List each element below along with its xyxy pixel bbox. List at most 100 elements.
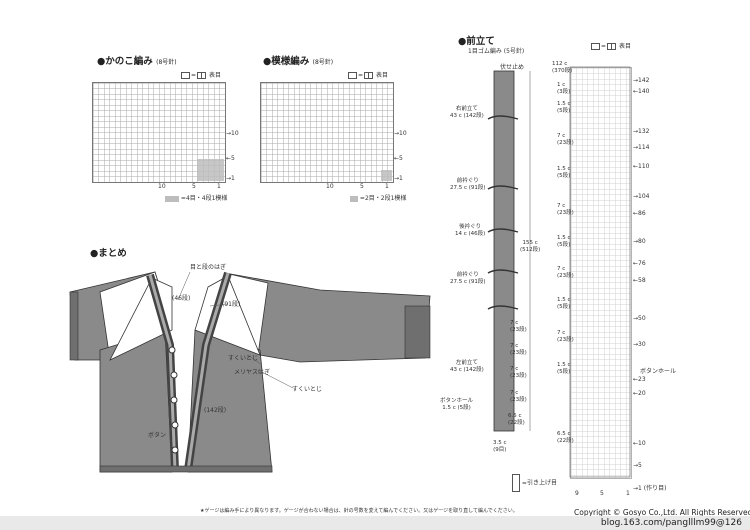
legend-omote-3: = 表目 [590,41,631,50]
maedate-title: ●前立て [458,36,495,47]
legend-omote-text: 表目 [618,43,631,50]
rc-arrow-58: ←58 [633,277,646,284]
rc-arrow-110: ←110 [633,163,650,170]
kanoko-col-5: 5 [192,183,196,190]
button-3 [170,396,178,404]
rc-row-1: 1.5 c(5段) [557,101,571,114]
rc-arrow-76: ←76 [633,260,646,267]
legend-hikiage-text: =引き上げ目 [521,479,557,487]
rc-row-7: 1.5 c(5段) [557,297,571,310]
kanoko-row-5: ←5 [226,155,235,162]
moyou-col-5: 5 [360,183,364,190]
rc-arrow-10: ←10 [633,440,646,447]
kanoko-col-1: 1 [217,183,221,190]
label-button: ボタン [148,432,167,439]
rc-arrow-1: →1 (作り目) [633,485,667,492]
band-seg-5: 6.5 c(22段) [508,413,525,426]
rc-row-12: 6.5 c(22段) [557,431,574,444]
kanoko-row-1: →1 [226,175,235,182]
rc-arrow-5: →5 [633,462,642,469]
blank-square-icon [348,72,357,79]
legend-omote-2: = 表目 [347,70,388,79]
rc-row-6: 7 c(23段) [557,266,574,279]
rc-col-9: 9 [575,490,579,497]
rc-arrow-23: ←23 [633,376,646,383]
moyou-col-10: 10 [326,183,334,190]
rc-row-2: 7 c(23段) [557,133,574,146]
kanoko-needle: (8号針) [156,59,177,66]
matome-title: ●まとめ [90,248,127,259]
band-fusedome: 伏せ止め [500,64,525,71]
rc-arrow-114: →114 [633,144,650,151]
gray-swatch-icon [165,195,179,202]
footer-bar [0,516,750,530]
knit-stitch-icon [607,43,617,50]
rc-arrow-140: ←140 [633,88,650,95]
label-meriyasu: メリヤスはぎ [234,369,271,376]
label-sukuitoji-1: すくいとじ [228,355,259,362]
rc-row-5: 1.5 c(5段) [557,235,571,248]
legend-hikiage: =引き上げ目 [512,474,557,492]
front-band-right-inner [186,272,230,471]
band-seg-4: 7 c(23段) [510,390,527,403]
moyou-row-1: →1 [394,175,403,182]
rc-row-9: 1.5 c(5段) [557,362,571,375]
label-sukuitoji-2: すくいとじ [292,386,323,393]
label-dan142: (142段) [204,407,227,414]
label-dan91: (91段) [222,301,241,308]
moyou-needle: (8号針) [312,59,334,66]
button-1 [168,346,176,354]
kanoko-key: =4目・4段1模様 [165,193,227,202]
kanoko-col-10: 10 [158,183,166,190]
band-seg-1: 7 c(23段) [510,320,527,333]
rc-top: 112 c(370段) [552,61,573,74]
legend-omote-1: = 表目 [180,70,221,79]
footer-blog: blog.163.com/panglllm99@126 [600,518,742,528]
moyou-title: ●模様編み (8号針) [263,53,333,67]
kanoko-row-10: →10 [226,130,239,137]
legend-omote-text: 表目 [208,72,221,79]
label-me-to-dan: 目と段のはぎ [190,264,227,271]
slip-stitch-icon [512,474,520,492]
rc-arrow-20: ←20 [633,390,646,397]
rc-arrow-132: →132 [633,128,650,135]
blank-square-icon [591,43,600,50]
gray-swatch-icon [350,195,358,202]
label-dan46: (46段) [172,295,191,302]
left-cuff [69,291,79,361]
band-bottom: 3.5 c(9目) [493,440,507,453]
right-chart-grid [570,67,632,479]
moyou-repeat-shade [381,170,392,181]
kanoko-key-text: =4目・4段1模様 [180,195,228,202]
band-seg-3: 7 c(23段) [510,366,527,379]
legend-omote-text: 表目 [375,72,388,79]
moyou-row-5: ←5 [394,155,403,162]
moyou-key-text: =2目・2段1模様 [359,195,407,202]
rc-row-4: 7 c(23段) [557,203,574,216]
band-total: 155 c(512段) [520,240,541,253]
rc-col-1: 1 [626,490,630,497]
front-band-left-inner [148,274,177,471]
rc-arrow-142: →142 [633,77,650,84]
rc-arrow-80: →80 [633,238,646,245]
maedate-subtitle: 1目ゴム編み (5号針) [468,48,525,55]
rc-arrow-30: →30 [633,341,646,348]
moyou-key: =2目・2段1模様 [350,193,406,202]
button-2 [170,371,178,379]
moyou-row-10: →10 [394,130,407,137]
left-body [99,329,173,473]
rc-row-0: 1 c(3段) [557,82,571,95]
rc-row-3: 1.5 c(5段) [557,166,571,179]
rc-arrow-50: →50 [633,315,646,322]
rc-arrow-86: ←86 [633,210,646,217]
kanoko-title: ●かのこ編み (8号針) [97,53,177,67]
rc-arrow-104: →104 [633,193,650,200]
rc-row-8: 7 c(23段) [557,330,574,343]
knit-stitch-icon [197,72,207,79]
kanoko-repeat-shade [197,159,224,181]
moyou-chart-grid [260,82,394,183]
